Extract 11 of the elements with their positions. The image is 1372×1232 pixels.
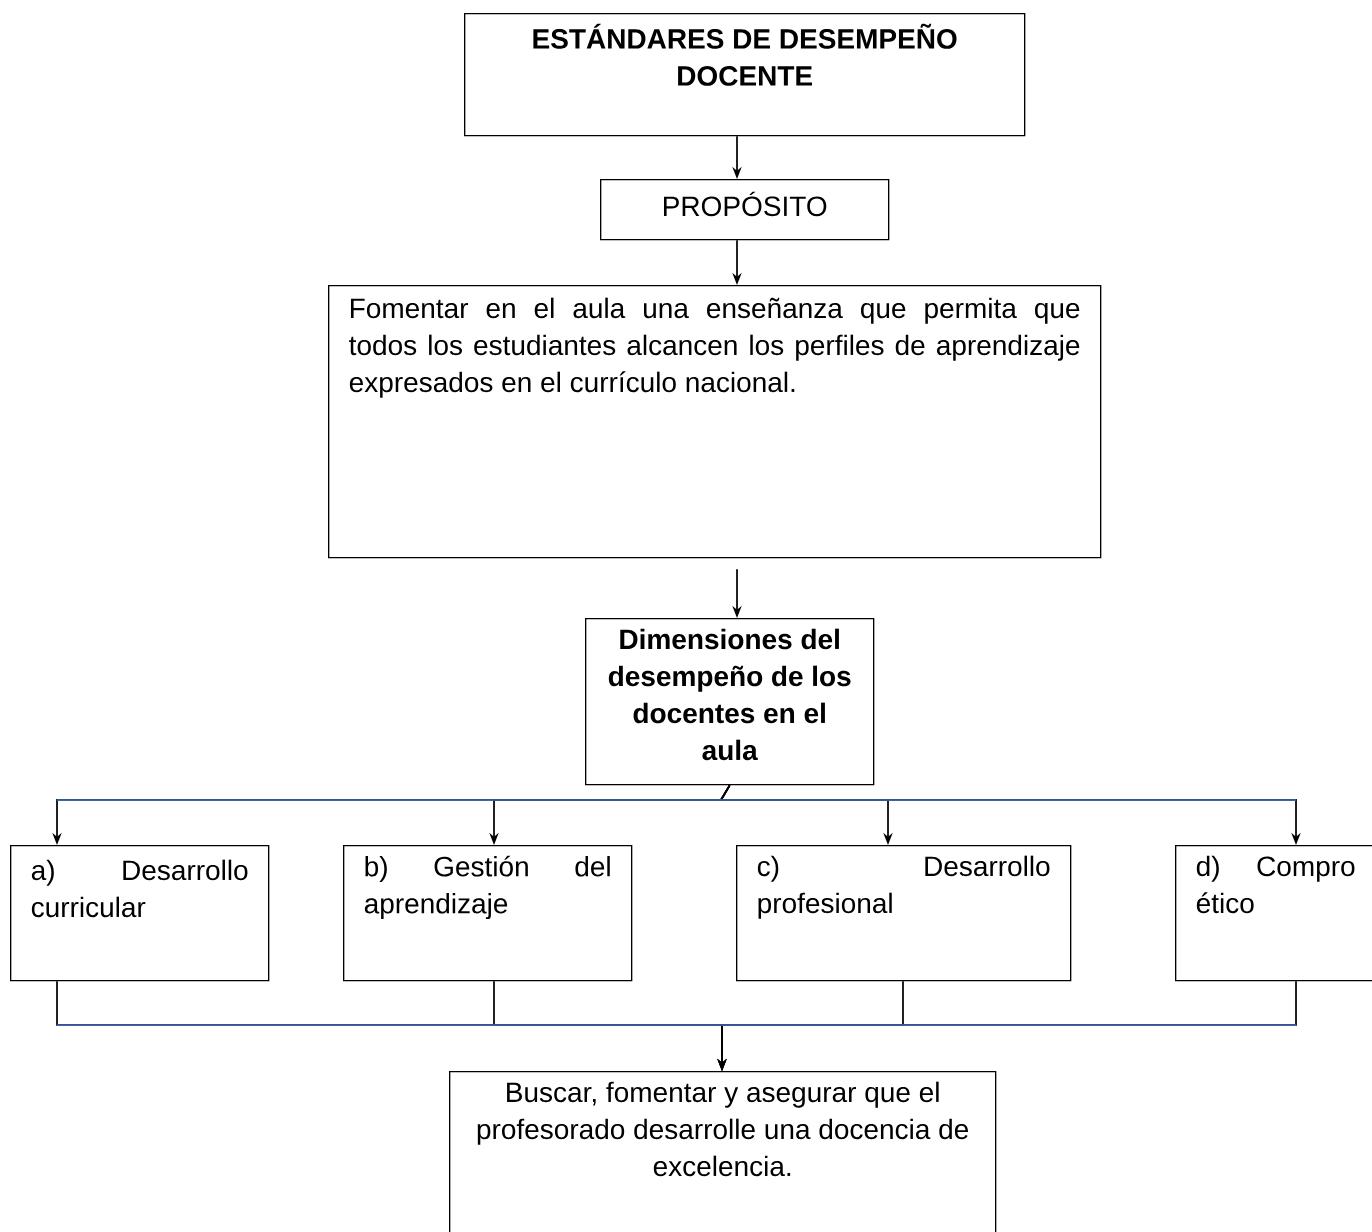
bus-line [56,1024,1297,1026]
result-box: Buscar, fomentar y asegurar que el profesorado desarrolle una docencia de excelencia. [449,1071,997,1232]
heading-box: PROPÓSITO [600,179,890,241]
title-box: ESTÁNDARES DE DESEMPEÑO DOCENTE [464,13,1026,137]
heading-box: Dimensiones del desempeño de los docentes en el aula [585,618,875,786]
dimension-box: a) Desarrollo curricular [10,845,270,982]
dimension-box: d) Compro ético [1175,845,1372,982]
dimension-box: b) Gestión del aprendizaje [343,845,633,982]
bus-line [56,799,1297,801]
dimension-box: c) Desarrollo profesional [736,845,1072,982]
text-box: Fomentar en el aula una enseñanza que permita que todos los estudiantes alcancen los perfiles de aprendizaje expresados en el currículo nacional. [328,285,1102,559]
